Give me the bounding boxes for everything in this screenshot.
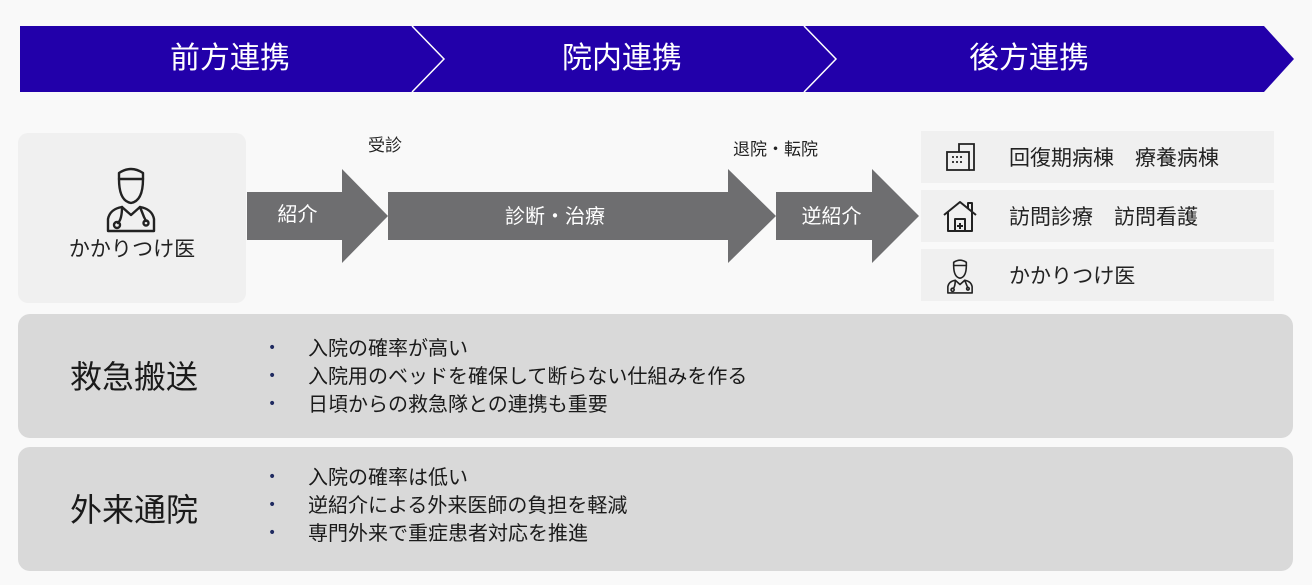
gp-label: かかりつけ医 bbox=[68, 237, 196, 261]
reverse-referral-arrow bbox=[776, 169, 919, 263]
bullet-icon: • bbox=[268, 340, 277, 356]
doctor-icon bbox=[106, 167, 156, 233]
bullet-icon: • bbox=[268, 469, 277, 485]
destination-gp: かかりつけ医 bbox=[921, 249, 1274, 301]
list-item: •日頃からの救急隊との連携も重要 bbox=[268, 392, 608, 416]
destination-home: 訪問診療 訪問看護 bbox=[921, 190, 1274, 242]
destination-ward-label: 回復期病棟 療養病棟 bbox=[1009, 146, 1219, 170]
bullet-icon: • bbox=[268, 396, 277, 412]
emergency-list: •入院の確率が高い •入院用のベッドを確保して断らない仕組みを作る •日頃からの… bbox=[268, 334, 747, 418]
list-item: •入院の確率が高い bbox=[268, 336, 468, 360]
discharge-label: 退院・転院 bbox=[733, 140, 818, 160]
house-icon bbox=[943, 201, 977, 232]
referral-label: 紹介 bbox=[277, 202, 318, 226]
destination-home-label: 訪問診療 訪問看護 bbox=[1009, 205, 1198, 229]
phase-band bbox=[20, 26, 1294, 92]
list-item: •入院の確率は低い bbox=[268, 465, 468, 489]
outpatient-title: 外来通院 bbox=[70, 491, 199, 529]
bullet-icon: • bbox=[268, 368, 277, 384]
phase-forward-label: 前方連携 bbox=[170, 41, 290, 76]
consult-label: 受診 bbox=[368, 136, 402, 156]
reverse-referral-label: 逆紹介 bbox=[801, 204, 862, 228]
emergency-title: 救急搬送 bbox=[70, 358, 199, 396]
outpatient-panel: 外来通院 •入院の確率は低い •逆紹介による外来医師の負担を軽減 •専門外来で重… bbox=[18, 447, 1293, 571]
gp-box: かかりつけ医 bbox=[18, 133, 246, 303]
phase-backward-label: 後方連携 bbox=[969, 41, 1089, 76]
treatment-arrow bbox=[388, 169, 776, 263]
referral-arrow bbox=[247, 169, 388, 263]
hospital-building-icon bbox=[946, 143, 975, 171]
list-item: •逆紹介による外来医師の負担を軽減 bbox=[268, 493, 628, 517]
treatment-label: 診断・治療 bbox=[505, 204, 605, 228]
outpatient-list: •入院の確率は低い •逆紹介による外来医師の負担を軽減 •専門外来で重症患者対応… bbox=[268, 463, 627, 547]
bullet-icon: • bbox=[268, 497, 277, 513]
destination-ward: 回復期病棟 療養病棟 bbox=[921, 131, 1274, 183]
bullet-icon: • bbox=[268, 525, 277, 541]
doctor-icon bbox=[947, 259, 973, 294]
emergency-panel: 救急搬送 •入院の確率が高い •入院用のベッドを確保して断らない仕組みを作る •… bbox=[18, 314, 1293, 438]
destination-gp-label: かかりつけ医 bbox=[1009, 264, 1136, 288]
list-item: •入院用のベッドを確保して断らない仕組みを作る bbox=[268, 364, 748, 388]
list-item: •専門外来で重症患者対応を推進 bbox=[268, 521, 588, 545]
phase-inhospital-label: 院内連携 bbox=[562, 41, 682, 76]
